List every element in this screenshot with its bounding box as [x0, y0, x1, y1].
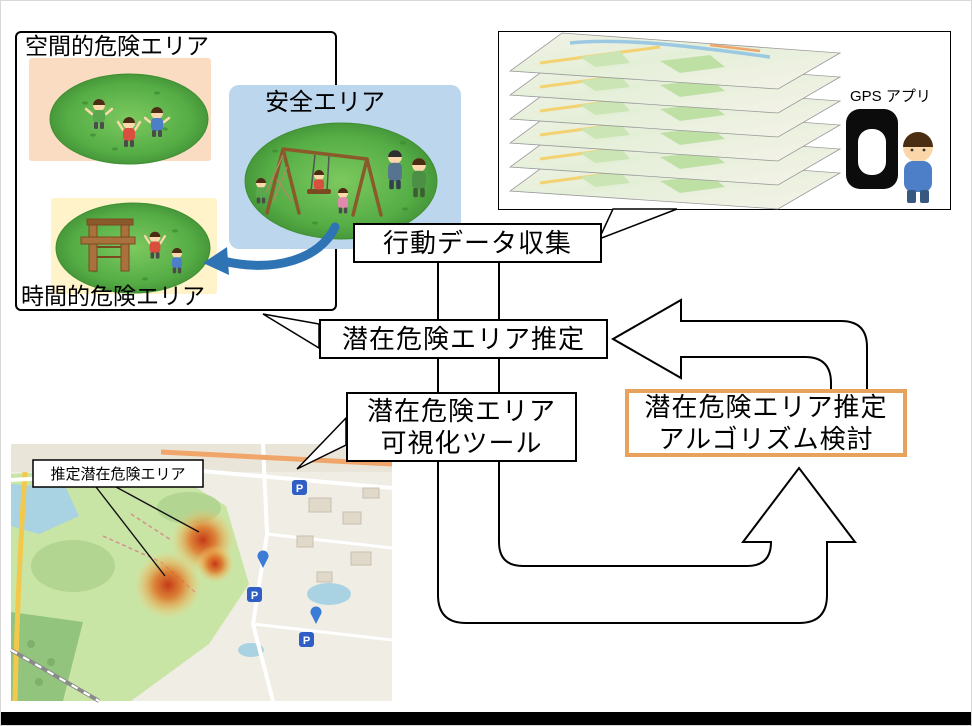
child-on-swing	[313, 169, 325, 190]
playground-swing-frame	[265, 147, 383, 217]
map-pin-icon-2	[310, 606, 322, 624]
child-figure-temporal-2	[171, 247, 183, 274]
map-railway	[9, 648, 101, 703]
callout-estimate-to-scenario	[262, 313, 320, 350]
algorithm-step-box: 潜在危険エリア推定 アルゴリズム検討	[625, 389, 907, 457]
annotation-pointer-2	[95, 486, 166, 577]
bottom-edge-bar	[1, 712, 971, 725]
child-with-gps	[903, 132, 933, 203]
map-road-2	[250, 443, 275, 702]
algorithm-step-label-line2: アルゴリズム検討	[658, 424, 874, 454]
temporal-danger-label: 時間的危険エリア	[21, 283, 205, 309]
map-highway	[160, 449, 393, 467]
map-water-area	[11, 484, 79, 534]
swing-seat	[307, 154, 331, 194]
collect-step-box: 行動データ収集	[353, 223, 602, 263]
wooden-play-structure	[80, 218, 136, 272]
map-footpath-2	[130, 513, 172, 541]
map-grass-patch-1	[31, 540, 115, 592]
parking-icon-1: P	[292, 480, 307, 495]
map-pin-icon-1	[257, 550, 269, 568]
parent-figure-1	[388, 150, 402, 190]
child-figure-green	[84, 99, 114, 129]
heat-spot-2	[134, 551, 202, 619]
child-figure-safe-1	[255, 177, 267, 204]
map-road-3	[266, 532, 393, 550]
svg-text:推定潜在危険エリア: 推定潜在危険エリア	[50, 466, 185, 483]
child-figure-blue	[143, 107, 171, 137]
child-figure-safe-2	[337, 187, 349, 214]
child-figure-red	[116, 117, 142, 147]
map-road-yellow	[12, 471, 28, 702]
transition-arrow	[203, 222, 340, 275]
estimate-step-box: 潜在危険エリア推定	[319, 319, 608, 359]
map-buildings	[296, 487, 380, 583]
heat-spot-3	[196, 545, 234, 583]
map-forest-area	[11, 612, 83, 701]
visualize-step-box: 潜在危険エリア 可視化ツール	[346, 392, 577, 462]
spatial-danger-label: 空間的危険エリア	[25, 33, 209, 59]
parent-figure-2	[412, 158, 426, 198]
gps-device-icon	[846, 109, 898, 189]
svg-text:P: P	[251, 590, 258, 602]
svg-text:P: P	[303, 635, 310, 647]
heatmap-illustration: P P P 推定潜在危険エリア	[9, 443, 393, 703]
parking-icon-2: P	[247, 587, 262, 602]
scenario-illustration: 空間的危険エリア 安全エリア 時間的危険エリア	[21, 33, 461, 309]
estimate-step-label: 潜在危険エリア推定	[341, 323, 585, 354]
annotation-pointer-1	[115, 486, 200, 533]
parking-icon-3: P	[299, 632, 314, 647]
climbing-net	[262, 154, 292, 204]
callout-gps-to-collect	[597, 208, 678, 241]
collect-step-label: 行動データ収集	[382, 227, 572, 258]
visualize-step-label-line1: 潜在危険エリア	[366, 395, 556, 426]
callout-visualize-to-map	[296, 416, 347, 470]
svg-text:P: P	[296, 483, 303, 495]
gps-illustration: GPS アプリ	[508, 31, 933, 211]
map-pond-1	[307, 583, 351, 605]
child-figure-temporal-1	[143, 231, 167, 259]
algorithm-step-label-line1: 潜在危険エリア推定	[644, 391, 888, 422]
gps-app-label: GPS アプリ	[850, 88, 931, 105]
safe-area-label: 安全エリア	[265, 89, 385, 116]
map-road-4	[252, 622, 393, 642]
map-annotation: 推定潜在危険エリア	[32, 459, 204, 488]
visualize-step-label-line2: 可視化ツール	[380, 428, 543, 458]
loop-up-arrow	[437, 261, 858, 624]
safe-grass-oval	[244, 122, 438, 240]
